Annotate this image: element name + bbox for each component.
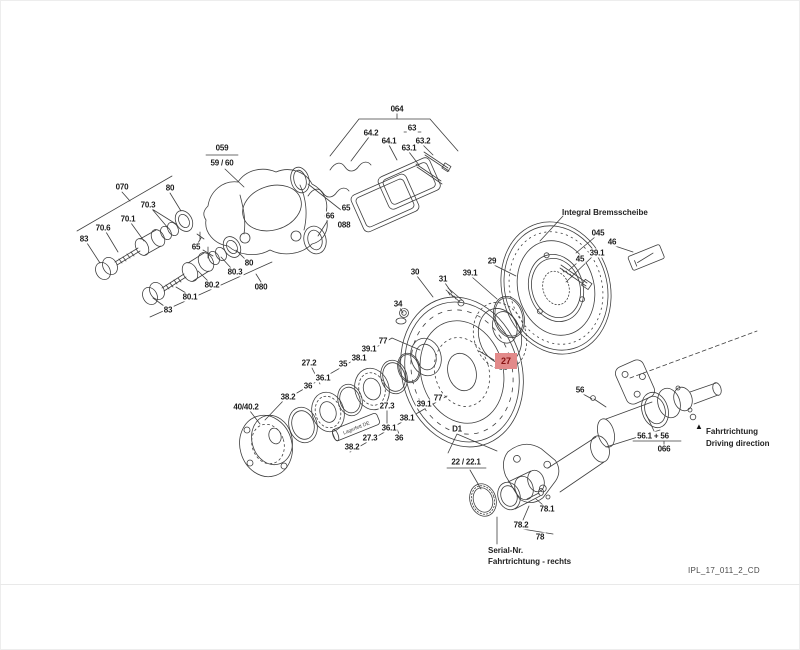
part-label-38-1: 38.1 <box>350 353 368 363</box>
part-label-59-60: 59 / 60 <box>209 158 235 168</box>
part-label-36: 36 <box>393 433 405 443</box>
part-label-70-3: 70.3 <box>139 200 157 210</box>
part-label-38-2: 38.2 <box>279 392 297 402</box>
caliper-drawing <box>202 166 328 259</box>
part-label-064: 064 <box>389 104 405 114</box>
part-label-39-1: 39.1 <box>461 268 479 278</box>
part-label-39-1: 39.1 <box>360 344 378 354</box>
part-label-65: 65 <box>190 242 202 252</box>
part-label-56-1-56: 56.1 + 56 <box>636 431 670 441</box>
part-label-30: 30 <box>409 267 421 277</box>
part-label-29: 29 <box>486 256 498 266</box>
axle-housing-drawing <box>590 359 722 448</box>
spindle-drawing <box>469 435 610 517</box>
part-label-65: 65 <box>340 203 352 213</box>
part-label-045: 045 <box>590 228 606 238</box>
direction-arrow-icon: ▲ <box>695 422 703 431</box>
part-label-059: 059 <box>214 143 230 153</box>
serial-note-line2: Fahrtrichtung - rechts <box>488 557 572 566</box>
part-label-77: 77 <box>432 393 444 403</box>
part-label-78: 78 <box>534 532 546 542</box>
part-label-39-1: 39.1 <box>588 248 606 258</box>
part-label-63-2: 63.2 <box>414 136 432 146</box>
direction-note-de: Fahrtrichtung <box>706 427 758 436</box>
part-label-83: 83 <box>162 305 174 315</box>
part-label-38-2: 38.2 <box>343 442 361 452</box>
part-label-34: 34 <box>392 299 404 309</box>
part-label-80-3: 80.3 <box>226 267 244 277</box>
part-label-070: 070 <box>114 182 130 192</box>
part-label-D1: D1 <box>451 424 463 434</box>
part-label-36-1: 36.1 <box>380 423 398 433</box>
part-label-80: 80 <box>243 258 255 268</box>
part-label-77: 77 <box>377 336 389 346</box>
part-label-39-1: 39.1 <box>415 399 433 409</box>
anchor-plate-drawing <box>395 287 528 448</box>
disc-note: Integral Bremsscheibe <box>562 208 648 217</box>
part-label-80: 80 <box>164 183 176 193</box>
part-label-80-1: 80.1 <box>181 292 199 302</box>
part-label-64-1: 64.1 <box>380 136 398 146</box>
part-label-31: 31 <box>437 274 449 284</box>
part-label-63: 63 <box>406 123 418 133</box>
part-label-83: 83 <box>78 234 90 244</box>
part-label-80-2: 80.2 <box>203 280 221 290</box>
adjuster-070-drawing <box>95 210 194 280</box>
page-edge-divider <box>0 584 800 585</box>
part-label-22-22-1: 22 / 22.1 <box>450 457 482 467</box>
part-label-080: 080 <box>253 282 269 292</box>
part-label-46: 46 <box>606 237 618 247</box>
part-label-78-2: 78.2 <box>512 520 530 530</box>
leader-lines <box>76 112 758 545</box>
brake-pads-drawing <box>307 151 452 233</box>
part-label-36-1: 36.1 <box>314 373 332 383</box>
adjuster-080-drawing <box>142 231 242 305</box>
part-label-45: 45 <box>574 254 586 264</box>
part-label-38-1: 38.1 <box>398 413 416 423</box>
part-label-64-2: 64.2 <box>362 128 380 138</box>
part-label-27-2: 27.2 <box>300 358 318 368</box>
bearing-stack-drawing: Lagerfett DE <box>239 337 442 478</box>
part-label-088: 088 <box>336 220 352 230</box>
direction-note-en: Driving direction <box>706 439 770 448</box>
part-label-35: 35 <box>337 359 349 369</box>
part-label-63-1: 63.1 <box>400 143 418 153</box>
part-label-27-3: 27.3 <box>361 433 379 443</box>
part-label-27-3: 27.3 <box>378 401 396 411</box>
highlighted-part-callout[interactable]: 27 <box>495 353 517 369</box>
part-label-36: 36 <box>302 381 314 391</box>
part-label-66: 66 <box>324 211 336 221</box>
part-label-78-1: 78.1 <box>538 504 556 514</box>
part-label-56: 56 <box>574 385 586 395</box>
brake-disc-drawing <box>500 221 665 355</box>
drawing-code: IPL_17_011_2_CD <box>688 566 760 575</box>
part-label-066: 066 <box>656 444 672 454</box>
serial-note-line1: Serial-Nr. <box>488 546 524 555</box>
part-label-40-40-2: 40/40.2 <box>232 402 260 412</box>
part-label-70-6: 70.6 <box>94 223 112 233</box>
part-label-70-1: 70.1 <box>119 214 137 224</box>
